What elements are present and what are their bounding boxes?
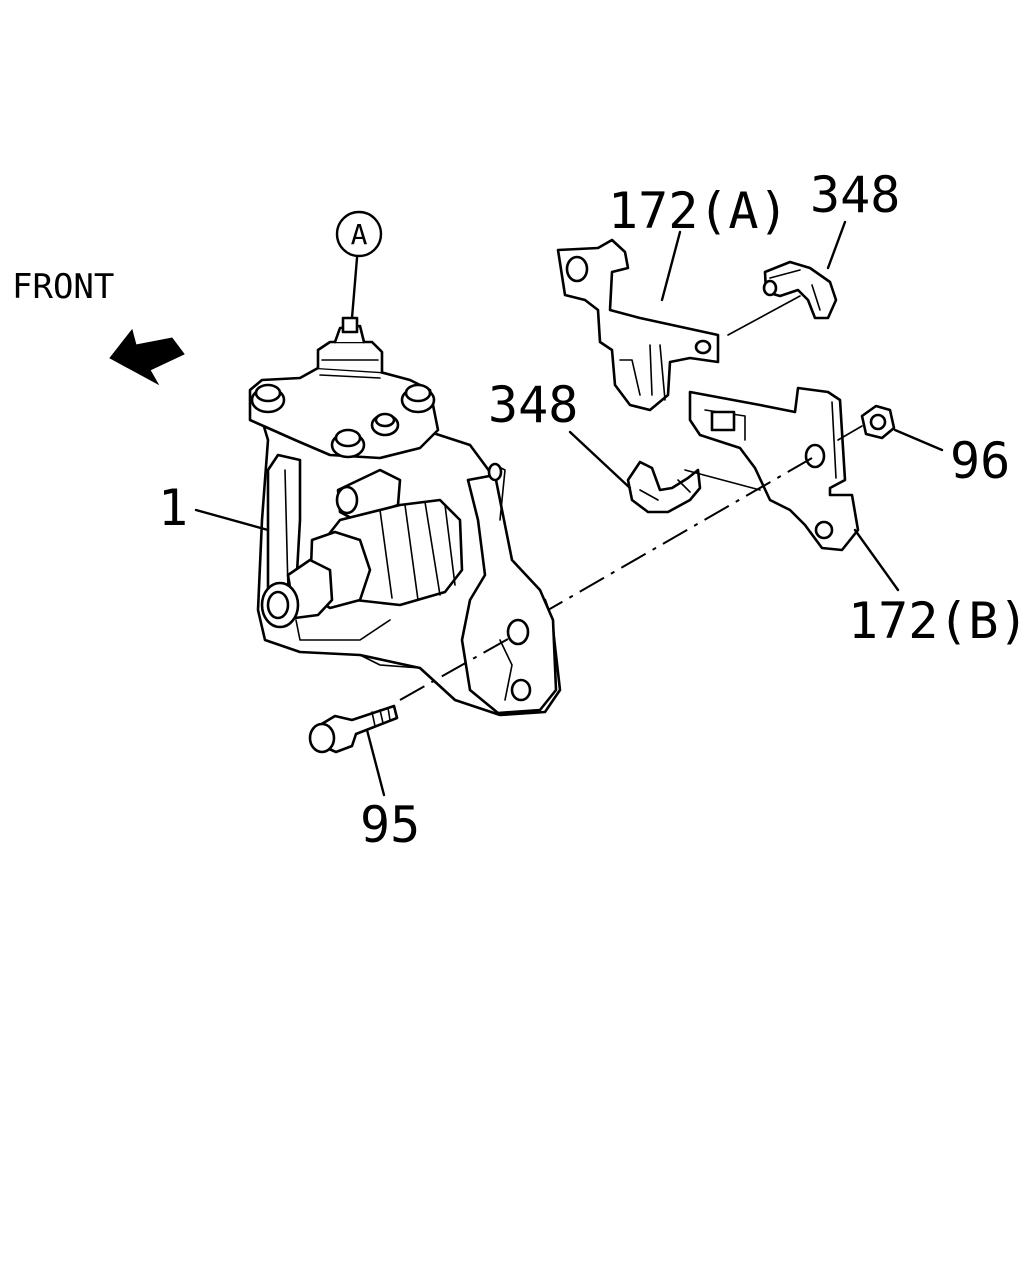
callout-part-95: 95 bbox=[360, 796, 420, 854]
leader-line-a bbox=[350, 256, 359, 320]
bolt-center-line bbox=[399, 634, 516, 701]
callout-part-172a: 172(A) bbox=[608, 182, 789, 240]
reference-circle-a: A bbox=[335, 210, 383, 258]
leader-line-96 bbox=[893, 428, 944, 452]
leader-line-95 bbox=[365, 728, 386, 797]
callout-part-348-top: 348 bbox=[810, 166, 900, 224]
leader-line-172a bbox=[660, 230, 682, 302]
callout-part-348-mid: 348 bbox=[488, 376, 578, 434]
leader-line-1 bbox=[194, 508, 270, 532]
leader-line-172b bbox=[853, 528, 900, 592]
leader-line-348-top bbox=[826, 220, 847, 270]
bracket-172a bbox=[556, 238, 720, 412]
nut-center-line bbox=[837, 425, 863, 441]
front-label: FRONT bbox=[12, 267, 114, 307]
bolt-head-top-right bbox=[400, 383, 436, 414]
leader-line-348-mid bbox=[568, 430, 632, 490]
callout-part-1: 1 bbox=[158, 479, 188, 537]
callout-part-172b: 172(B) bbox=[848, 592, 1024, 650]
clip-348-top bbox=[762, 260, 838, 320]
clip-348-middle bbox=[626, 460, 702, 514]
flange-bolt bbox=[308, 704, 399, 754]
flange-nut bbox=[860, 404, 896, 440]
front-arrow-icon bbox=[109, 328, 185, 386]
bracket-172b bbox=[688, 386, 860, 552]
bolt-head-top-left bbox=[250, 383, 286, 414]
clip-348-mid-joint-line bbox=[684, 469, 761, 491]
callout-part-96: 96 bbox=[950, 432, 1010, 490]
reference-circle-letter: A bbox=[351, 218, 368, 251]
bolt-head-top-mid bbox=[370, 412, 400, 437]
steering-gear-box bbox=[248, 316, 562, 717]
bracket-center-line bbox=[547, 457, 813, 611]
clip-348-top-joint-line bbox=[727, 295, 801, 336]
bolt-head-top-center bbox=[330, 428, 366, 459]
